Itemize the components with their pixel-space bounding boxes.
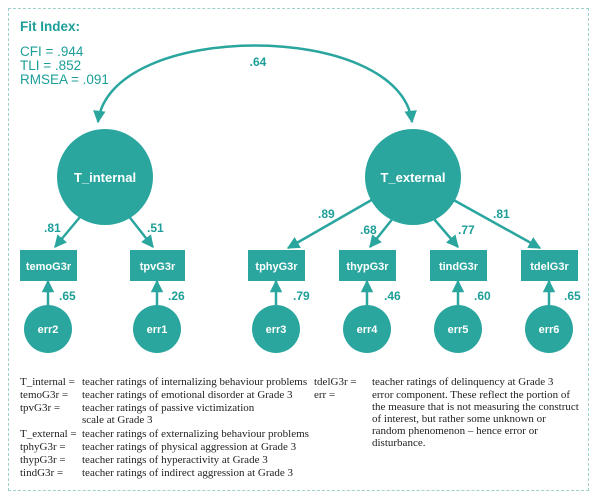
legend-definition: teacher ratings of indirect aggression a… bbox=[82, 467, 294, 479]
observed-thyp-box bbox=[339, 250, 396, 281]
observed-thyp-label: thypG3r bbox=[346, 261, 389, 273]
observed-tphy-label: tphyG3r bbox=[255, 261, 298, 273]
error-err5-circle bbox=[434, 305, 482, 353]
fit-rmsea: RMSEA = .091 bbox=[20, 72, 109, 87]
loading-tind-label: .77 bbox=[458, 223, 475, 237]
error-err3-circle bbox=[252, 305, 300, 353]
legend-definition: teacher ratings of delinquency at Grade … bbox=[372, 376, 554, 388]
legend-term: T_internal = bbox=[20, 376, 75, 388]
legend-definition: teacher ratings of externalizing behavio… bbox=[82, 428, 309, 440]
latent-external-label: T_external bbox=[380, 170, 445, 185]
legend-term: temoG3r = bbox=[20, 389, 69, 401]
legend-term: T_external = bbox=[20, 428, 77, 440]
observed-tpv-label: tpvG3r bbox=[140, 261, 176, 273]
legend-term: tdelG3r = bbox=[314, 376, 357, 388]
correlation-label: .64 bbox=[250, 55, 267, 69]
latent-external-circle bbox=[365, 129, 461, 225]
fit-tli: TLI = .852 bbox=[20, 58, 82, 73]
error-path-err5-label: .60 bbox=[474, 289, 491, 303]
observed-tdel-box bbox=[521, 250, 578, 281]
legend-definition: teacher ratings of emotional disorder at… bbox=[82, 389, 293, 401]
error-err3-label: err3 bbox=[266, 324, 287, 336]
observed-tind-box bbox=[430, 250, 487, 281]
loading-tdel-label: .81 bbox=[493, 207, 510, 221]
legend-definition: teacher ratings of hyperactivity at Grad… bbox=[82, 454, 268, 466]
loading-tpv-label: .51 bbox=[147, 221, 164, 235]
error-err6-label: err6 bbox=[539, 324, 560, 336]
error-path-err6-label: .65 bbox=[564, 289, 581, 303]
error-err2-circle bbox=[24, 305, 72, 353]
error-path-err1-label: .26 bbox=[168, 289, 185, 303]
legend-definition: teacher ratings of physical aggression a… bbox=[82, 441, 297, 453]
legend-term: tphyG3r = bbox=[20, 441, 66, 453]
error-err4-circle bbox=[343, 305, 391, 353]
error-path-err3-label: .79 bbox=[293, 289, 310, 303]
legend-term: err = bbox=[314, 389, 336, 401]
error-path-err2-label: .65 bbox=[59, 289, 76, 303]
observed-tpv-box bbox=[130, 250, 185, 281]
path-external-tphy bbox=[286, 196, 376, 250]
legend-definition: teacher ratings of passive victimization bbox=[82, 402, 255, 414]
diagram-frame bbox=[8, 8, 589, 491]
legend-term: tpvG3r = bbox=[20, 402, 61, 414]
error-err2-label: err2 bbox=[38, 324, 59, 336]
observed-temo-box bbox=[20, 250, 77, 281]
loading-thyp-label: .68 bbox=[360, 223, 377, 237]
error-err4-label: err4 bbox=[357, 324, 379, 336]
legend-left: T_internal = teacher ratings of internal… bbox=[20, 376, 310, 486]
observed-temo-label: temoG3r bbox=[26, 261, 72, 273]
legend-definition: teacher ratings of internalizing behavio… bbox=[82, 376, 308, 388]
observed-tind-label: tindG3r bbox=[439, 261, 479, 273]
path-external-tdel bbox=[449, 196, 542, 250]
fit-index-title: Fit Index: bbox=[20, 19, 80, 34]
error-path-err4-label: .46 bbox=[384, 289, 401, 303]
error-err1-label: err1 bbox=[147, 324, 168, 336]
legend-definition: scale at Grade 3 bbox=[82, 414, 153, 426]
legend-term: tindG3r = bbox=[20, 467, 64, 479]
loading-temo-label: .81 bbox=[44, 221, 61, 235]
observed-tdel-label: tdelG3r bbox=[530, 261, 569, 273]
latent-internal-label: T_internal bbox=[74, 170, 136, 185]
correlation-arc bbox=[93, 44, 417, 124]
error-err6-circle bbox=[525, 305, 573, 353]
legend-right: tdelG3r = teacher ratings of delinquency… bbox=[314, 376, 594, 449]
observed-tphy-box bbox=[248, 250, 305, 281]
legend-term: thypG3r = bbox=[20, 454, 66, 466]
error-err5-label: err5 bbox=[448, 324, 469, 336]
legend-definition: error component. These reflect the porti… bbox=[372, 389, 579, 449]
error-err1-circle bbox=[133, 305, 181, 353]
fit-cfi: CFI = .944 bbox=[20, 44, 84, 59]
latent-internal-circle bbox=[57, 129, 153, 225]
loading-tphy-label: .89 bbox=[318, 207, 335, 221]
